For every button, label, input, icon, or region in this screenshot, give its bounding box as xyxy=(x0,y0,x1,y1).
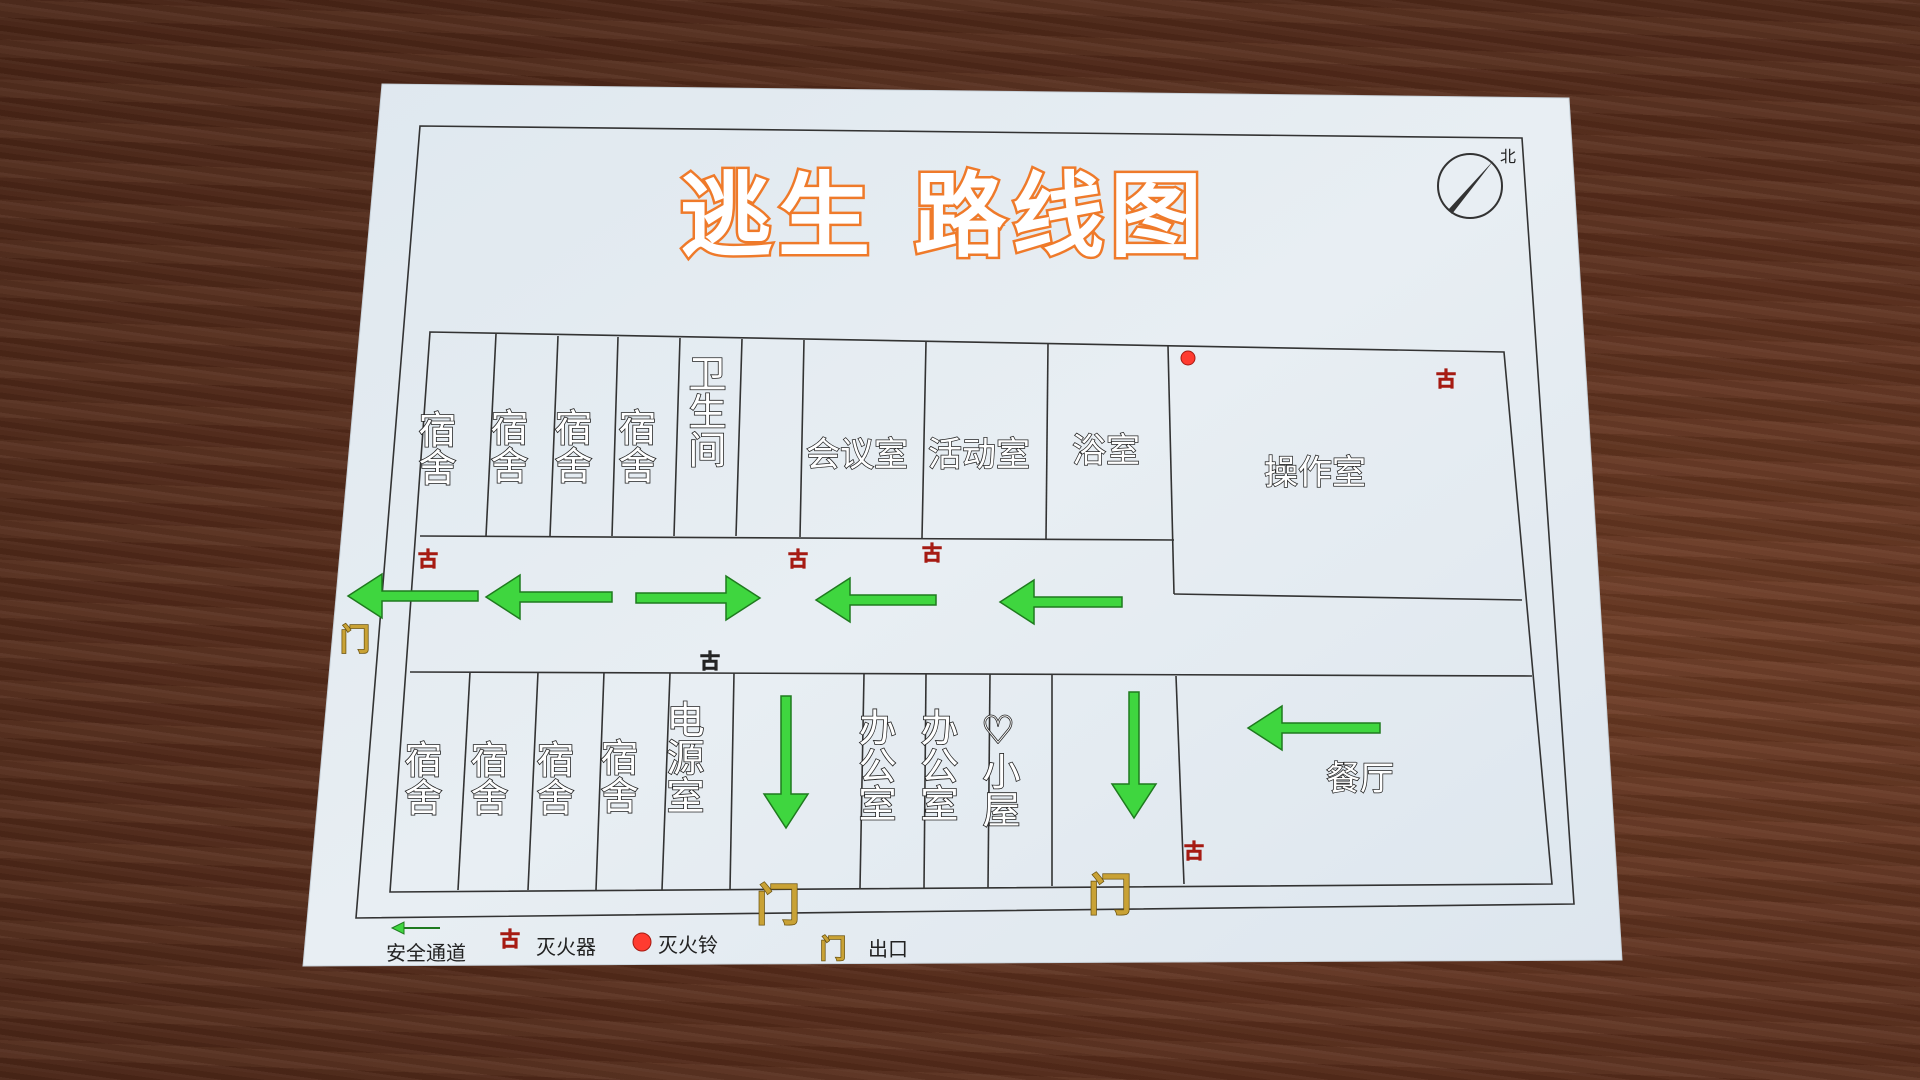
evacuation-arrows xyxy=(346,572,1381,830)
room-dorm-7: 宿舍 xyxy=(529,739,575,817)
building-outline xyxy=(389,331,1553,893)
room-restroom: 卫生间 xyxy=(681,353,727,469)
room-bathroom: 浴室 xyxy=(1071,430,1141,472)
room-dorm-1: 宿舍 xyxy=(411,409,457,487)
room-label-operation-room: 操作室 xyxy=(1264,453,1366,493)
extinguisher-icon: 古 xyxy=(700,649,720,673)
legend-extinguisher-icon: 古 xyxy=(500,927,520,951)
compass-icon: 北 xyxy=(1437,147,1516,219)
paper-background xyxy=(302,83,1623,967)
room-label-heart-hut: ♡小屋 xyxy=(976,708,1020,828)
room-dorm-3: 宿舍 xyxy=(547,407,593,485)
room-dining: 餐厅 xyxy=(1325,758,1395,800)
room-heart-hut: ♡小屋 xyxy=(975,707,1021,829)
evacuation-arrow-icon xyxy=(346,572,479,620)
evacuation-arrow-icon xyxy=(998,578,1123,626)
legend-label-safe-passage: 安全通道 xyxy=(386,941,466,965)
bottom-room-dividers xyxy=(457,671,1185,891)
room-label-dining-hall: 餐厅 xyxy=(1326,759,1394,799)
corridor-top-wall-2 xyxy=(1173,593,1523,601)
room-office-1: 办公室 xyxy=(851,707,897,823)
extinguisher-icons: 古 古 古 古 古 古 xyxy=(418,367,1457,864)
room-label-activity-room: 活动室 xyxy=(928,435,1030,475)
evacuation-arrow-icon xyxy=(1110,691,1158,820)
exit-doors: 门 门 门 xyxy=(339,622,1133,932)
room-label-restroom: 卫生间 xyxy=(682,354,726,468)
extinguisher-icon: 古 xyxy=(922,541,942,565)
evacuation-arrow-icon xyxy=(1246,704,1381,752)
room-power: 电源室 xyxy=(659,699,705,815)
room-label-dorm-4: 宿舍 xyxy=(612,408,656,484)
room-dorm-2: 宿舍 xyxy=(483,407,529,485)
room-meeting: 会议室 xyxy=(805,434,909,476)
room-label-dorm-5: 宿舍 xyxy=(398,740,442,816)
legend-label-extinguisher: 灭火器 xyxy=(536,935,596,959)
evacuation-arrow-icon xyxy=(762,695,810,830)
door-icon: 门 xyxy=(1088,870,1132,921)
room-office-2: 办公室 xyxy=(913,707,959,823)
room-label-dorm-6: 宿舍 xyxy=(464,740,508,816)
fire-alarm-icon xyxy=(1180,350,1196,366)
extinguisher-icon: 古 xyxy=(788,547,808,571)
legend-label-alarm: 灭火铃 xyxy=(658,933,718,957)
room-label-office-2: 办公室 xyxy=(914,708,958,822)
room-label-dorm-7: 宿舍 xyxy=(530,740,574,816)
room-label-bathroom: 浴室 xyxy=(1072,431,1140,471)
operation-room-wall xyxy=(1167,345,1175,595)
door-icon: 门 xyxy=(756,880,800,931)
evacuation-arrow-icon xyxy=(814,576,937,624)
room-label-dorm-1: 宿舍 xyxy=(412,410,456,486)
room-dorm-5: 宿舍 xyxy=(397,739,443,817)
room-dorm-8: 宿舍 xyxy=(593,737,639,815)
outer-frame xyxy=(355,125,1575,919)
room-label-meeting-room: 会议室 xyxy=(806,435,908,475)
corridor-top-wall xyxy=(419,535,1175,541)
north-label: 北 xyxy=(1500,147,1516,166)
room-dorm-6: 宿舍 xyxy=(463,739,509,817)
room-label-power-room: 电源室 xyxy=(660,700,704,814)
corridor-bottom-wall xyxy=(409,671,1533,677)
top-room-dividers xyxy=(485,333,1049,540)
legend-alarm-icon xyxy=(632,932,652,952)
legend-door-icon: 门 xyxy=(820,935,846,965)
legend-label-exit: 出口 xyxy=(868,937,908,961)
room-dorm-4: 宿舍 xyxy=(611,407,657,485)
extinguisher-icon: 古 xyxy=(418,547,438,571)
evacuation-arrow-icon xyxy=(635,574,762,622)
evacuation-arrow-icon xyxy=(484,573,613,621)
room-label-dorm-3: 宿舍 xyxy=(548,408,592,484)
legend-arrow-icon xyxy=(390,921,440,935)
extinguisher-icon: 古 xyxy=(1436,367,1456,391)
room-label-dorm-8: 宿舍 xyxy=(594,738,638,814)
room-operation: 操作室 xyxy=(1263,452,1367,494)
page-title: 逃生 路线图 xyxy=(680,163,1208,270)
legend: 安全通道 古 灭火器 灭火铃 门 出口 xyxy=(386,921,908,966)
extinguisher-icon: 古 xyxy=(1184,839,1204,863)
door-icon: 门 xyxy=(340,623,370,658)
room-label-office-1: 办公室 xyxy=(852,708,896,822)
room-label-dorm-2: 宿舍 xyxy=(484,408,528,484)
room-activity: 活动室 xyxy=(927,434,1031,476)
